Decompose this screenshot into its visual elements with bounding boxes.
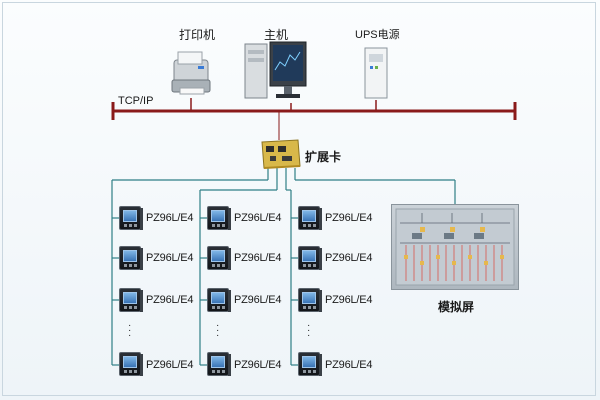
meter-label: PZ96L/E4 [234,294,282,306]
meter-label: PZ96L/E4 [146,294,194,306]
meter-label: PZ96L/E4 [325,294,373,306]
meter-device-icon [119,206,143,230]
mimic-screen-label: 模拟屏 [438,300,475,314]
mimic-screen-panel [391,204,519,290]
expansion-card-label: 扩展卡 [305,150,342,164]
meter-label: PZ96L/E4 [234,359,282,371]
printer-label: 打印机 [179,28,216,42]
ups-label: UPS电源 [355,29,400,41]
meter-label: PZ96L/E4 [325,252,373,264]
meter-label: PZ96L/E4 [146,359,194,371]
meter-device-icon [298,206,322,230]
expansion-card-icon [261,139,301,169]
meter-label: PZ96L/E4 [146,212,194,224]
ellipsis-dots: ··· [216,320,220,341]
ups-icon [364,47,388,99]
host-computer-icon [244,41,307,99]
meter-label: PZ96L/E4 [234,212,282,224]
host-label: 主机 [264,28,289,42]
meter-device-icon [298,288,322,312]
meter-label: PZ96L/E4 [325,359,373,371]
tcpip-label: TCP/IP [118,95,154,107]
meter-device-icon [207,352,231,376]
ellipsis-dots: ··· [128,320,132,341]
meter-device-icon [298,352,322,376]
mimic-single-line-diagram [395,208,515,286]
meter-label: PZ96L/E4 [325,212,373,224]
meter-device-icon [207,288,231,312]
meter-label: PZ96L/E4 [234,252,282,264]
printer-icon [171,51,211,95]
meter-device-icon [298,246,322,270]
meter-label: PZ96L/E4 [146,252,194,264]
meter-device-icon [207,246,231,270]
diagram-frame [2,2,596,396]
meter-device-icon [207,206,231,230]
meter-device-icon [119,288,143,312]
ellipsis-dots: ··· [307,320,311,341]
meter-device-icon [119,352,143,376]
meter-device-icon [119,246,143,270]
